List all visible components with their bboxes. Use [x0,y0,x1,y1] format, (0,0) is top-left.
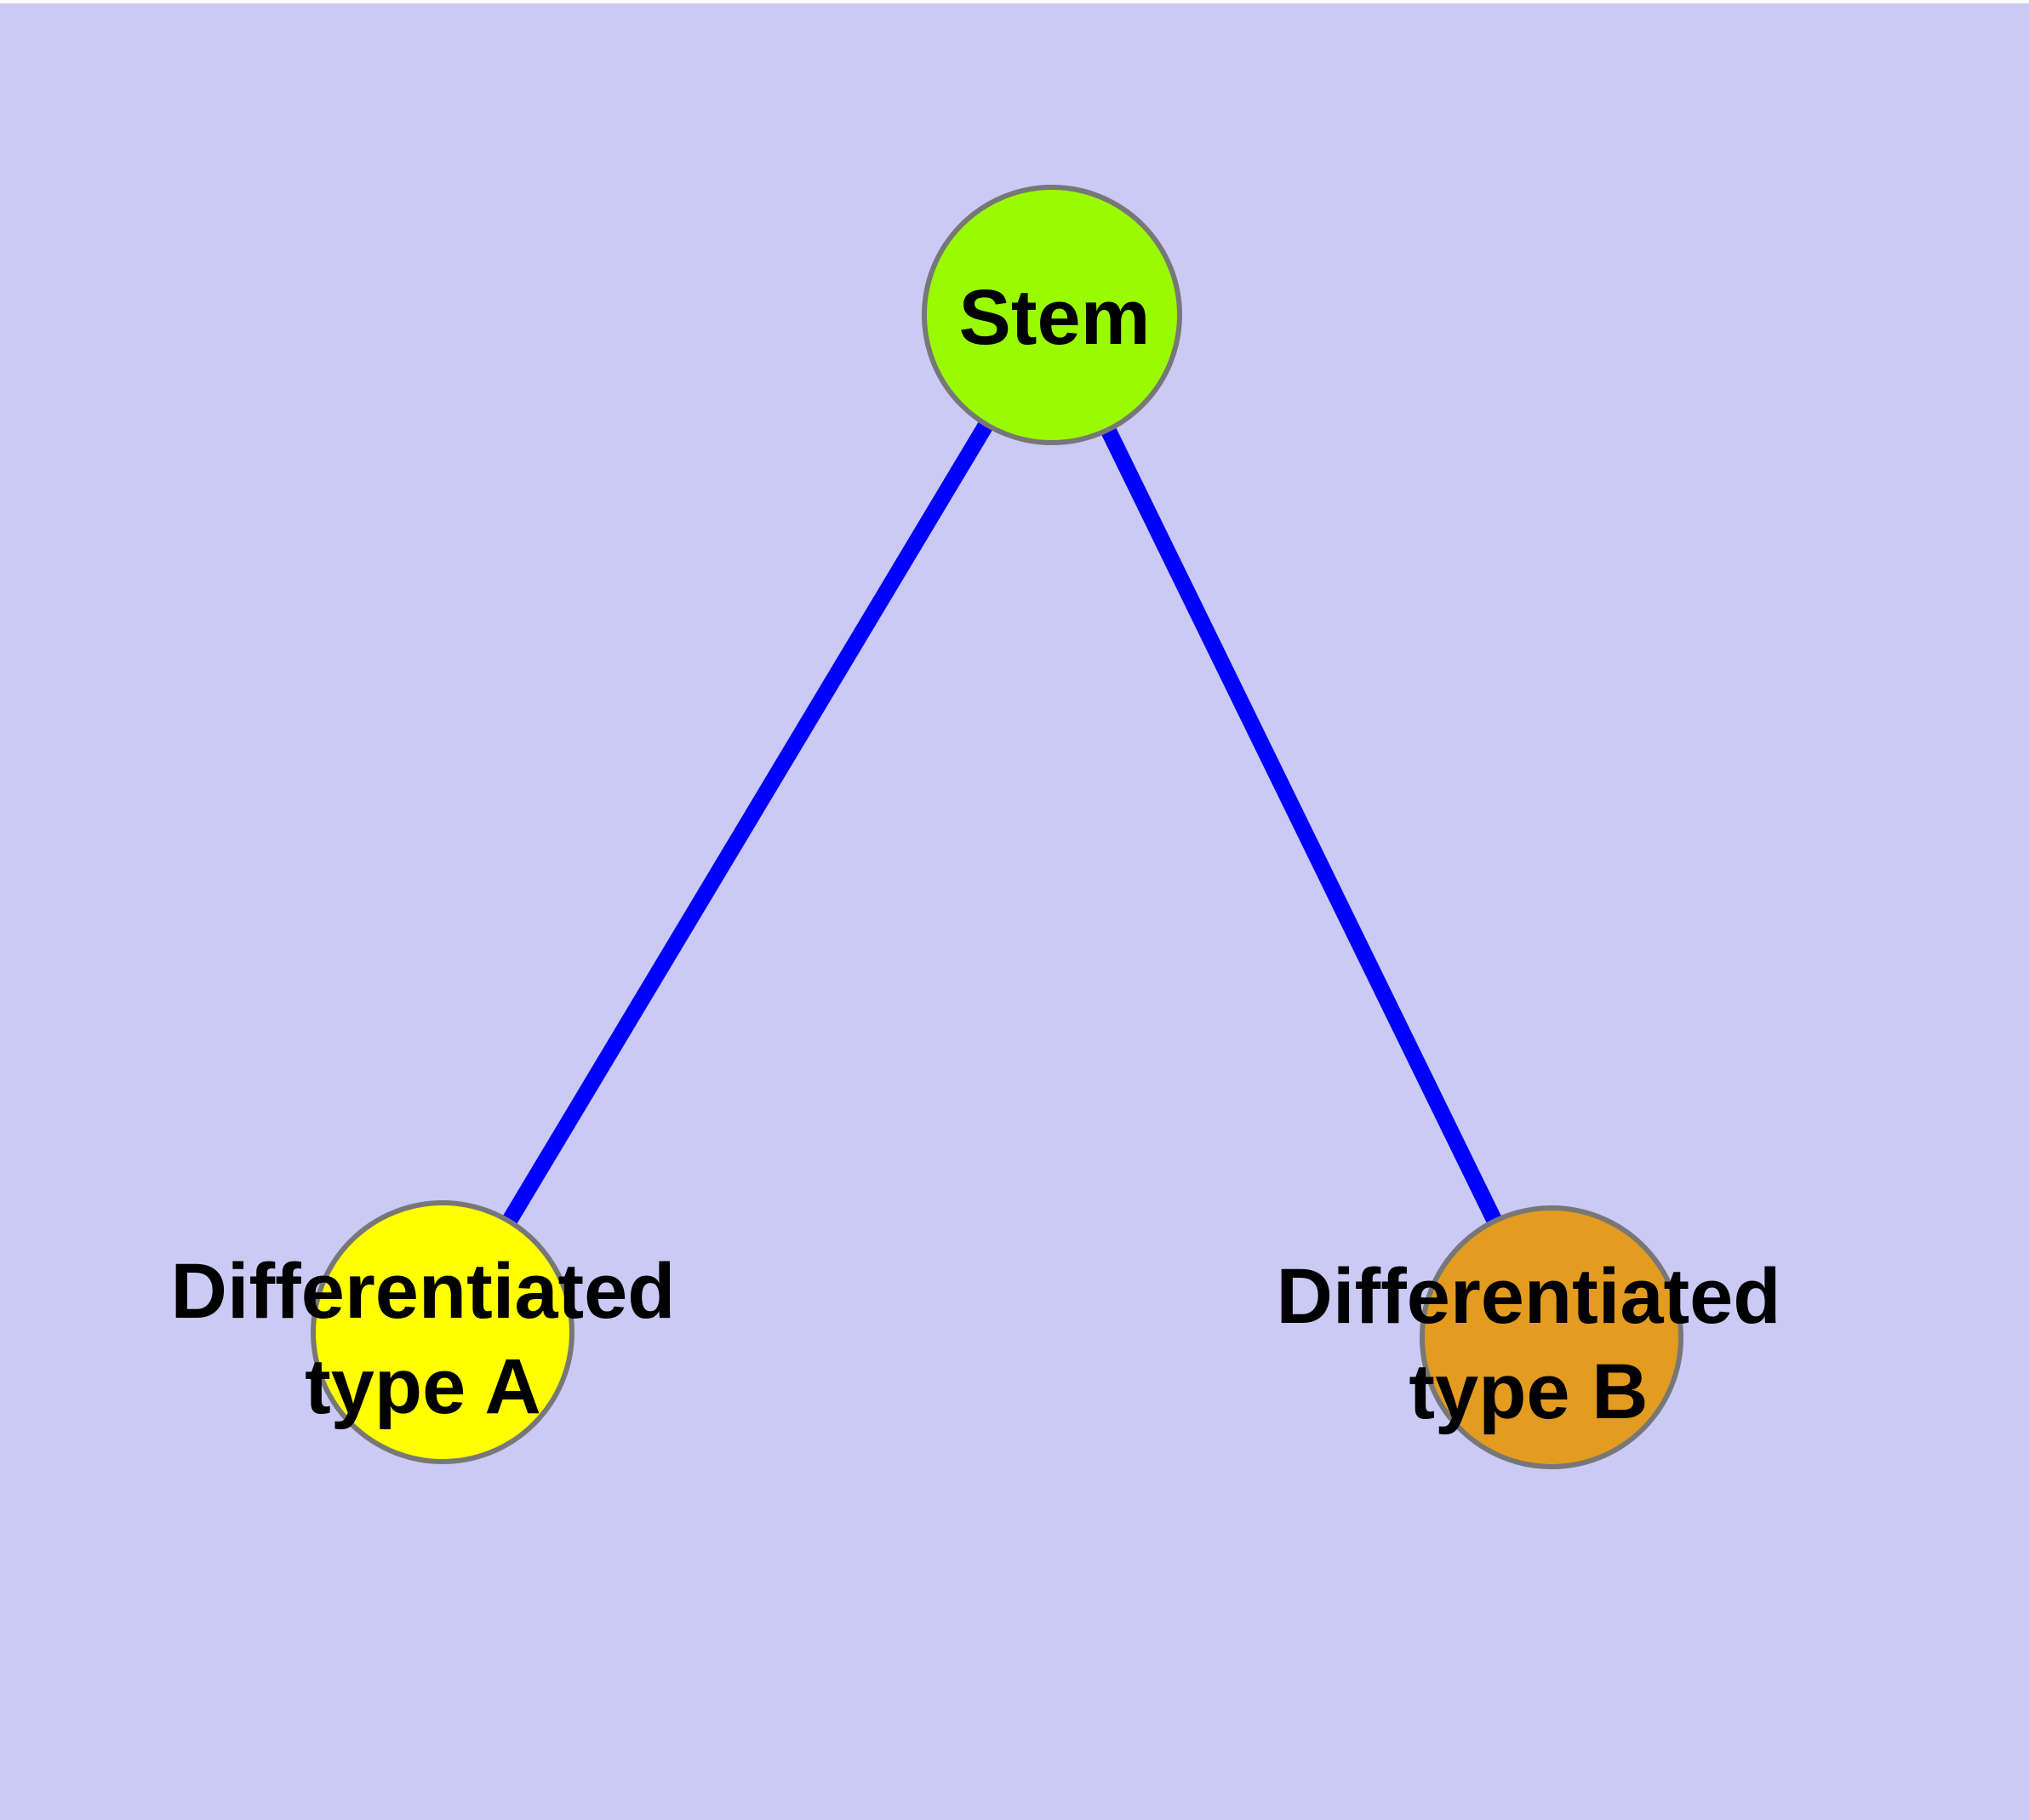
node-differentiated-type-a [311,1200,574,1464]
edge-stem-to-type-a [435,311,1060,1336]
node-label-type-a-line2: type A [305,1343,541,1430]
node-label-stem: Stem [959,274,1151,361]
node-label-type-b-line2: type B [1409,1348,1648,1435]
node-label-type-b-line1: Differentiated [1277,1253,1781,1340]
node-label-type-a-line1: Differentiated [171,1248,676,1335]
node-stem [922,185,1182,445]
node-differentiated-type-b [1420,1205,1683,1469]
edge-stem-to-type-b [1044,311,1559,1342]
